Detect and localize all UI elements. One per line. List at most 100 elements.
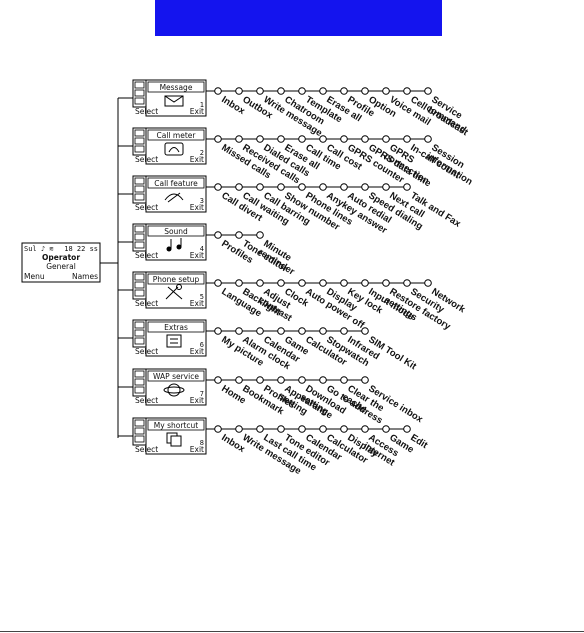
item-node-dot	[235, 279, 243, 287]
item-node-dot	[319, 376, 327, 384]
item-node-dot	[319, 135, 327, 143]
select-softkey[interactable]: Select	[135, 396, 158, 405]
item-node-dot	[319, 183, 327, 191]
exit-softkey[interactable]: Exit	[190, 445, 204, 454]
footer-line	[0, 631, 584, 632]
operator-name: Operator	[42, 253, 80, 262]
select-softkey[interactable]: Select	[135, 203, 158, 212]
menu-title-box	[147, 273, 205, 285]
tab-strip-icon	[134, 281, 145, 289]
menu-title-box	[147, 321, 205, 333]
menu-index: 1	[200, 101, 204, 109]
item-node-dot	[298, 327, 306, 335]
exit-softkey[interactable]: Exit	[190, 396, 204, 405]
item-node-dot	[235, 327, 243, 335]
item-node-dot	[277, 279, 285, 287]
idle-screen-frame	[21, 242, 101, 283]
handset-icon	[164, 192, 184, 203]
names-softkey[interactable]: Names	[72, 272, 98, 281]
item-node-dot	[403, 425, 411, 433]
item-node-dot	[361, 87, 369, 95]
item-node-dot	[256, 376, 264, 384]
item-node-dot	[340, 183, 348, 191]
tab-strip-icon	[134, 145, 145, 153]
item-node-dot	[361, 279, 369, 287]
select-softkey[interactable]: Select	[135, 155, 158, 164]
tab-strip-icon	[134, 185, 145, 193]
item-node-dot	[361, 327, 369, 335]
select-softkey[interactable]: Select	[135, 107, 158, 116]
item-node-dot	[214, 279, 222, 287]
item-node-dot	[382, 279, 390, 287]
exit-softkey[interactable]: Exit	[190, 251, 204, 260]
menu-index: 7	[200, 390, 204, 398]
item-node-dot	[319, 425, 327, 433]
select-softkey[interactable]: Select	[135, 299, 158, 308]
shortcut-icon	[166, 432, 182, 447]
tab-strip-icon	[134, 289, 145, 297]
item-node-dot	[382, 135, 390, 143]
item-node-dot	[403, 87, 411, 95]
menu-softkey[interactable]: Menu	[24, 272, 45, 281]
menu-title: Call feature	[154, 179, 198, 188]
select-softkey[interactable]: Select	[135, 251, 158, 260]
tools-icon	[165, 284, 183, 300]
menu-title: WAP service	[153, 372, 199, 381]
item-node-dot	[319, 327, 327, 335]
exit-softkey[interactable]: Exit	[190, 107, 204, 116]
item-node-dot	[277, 327, 285, 335]
select-softkey[interactable]: Select	[135, 347, 158, 356]
select-softkey[interactable]: Select	[135, 445, 158, 454]
header-bar	[155, 0, 442, 36]
item-node-dot	[214, 425, 222, 433]
item-node-dot	[340, 425, 348, 433]
item-node-dot	[235, 183, 243, 191]
item-node-dot	[256, 183, 264, 191]
menu-title-box	[147, 370, 205, 382]
menu-title: Sound	[164, 227, 188, 236]
item-node-dot	[424, 87, 432, 95]
tab-strip-icon	[134, 177, 145, 185]
item-node-dot	[403, 135, 411, 143]
item-node-dot	[277, 425, 285, 433]
menu-title-box	[147, 225, 205, 237]
item-node-dot	[235, 231, 243, 239]
tab-strip-icon	[134, 435, 145, 443]
item-node-dot	[214, 87, 222, 95]
item-node-dot	[319, 279, 327, 287]
item-node-dot	[298, 183, 306, 191]
tab-strip-icon	[134, 427, 145, 435]
item-node-dot	[382, 183, 390, 191]
menu-title: Message	[160, 83, 193, 92]
item-node-dot	[214, 135, 222, 143]
item-node-dot	[340, 279, 348, 287]
item-node-dot	[382, 87, 390, 95]
item-node-dot	[298, 279, 306, 287]
tab-strip-icon	[134, 370, 145, 378]
item-node-dot	[319, 87, 327, 95]
item-node-dot	[340, 135, 348, 143]
item-node-dot	[235, 376, 243, 384]
menu-title: Extras	[164, 323, 188, 332]
tab-strip-icon	[134, 321, 145, 329]
item-node-dot	[277, 183, 285, 191]
item-node-dot	[298, 425, 306, 433]
item-node-dot	[424, 279, 432, 287]
exit-softkey[interactable]: Exit	[190, 155, 204, 164]
tab-strip-icon	[134, 81, 145, 89]
item-node-dot	[214, 327, 222, 335]
menu-title-box	[147, 81, 205, 93]
exit-softkey[interactable]: Exit	[190, 203, 204, 212]
exit-softkey[interactable]: Exit	[190, 347, 204, 356]
item-node-dot	[361, 135, 369, 143]
menu-title-box	[147, 129, 205, 141]
submenu-item[interactable]: Accessinternet	[361, 425, 402, 469]
clock-text: 18 22 ss	[64, 245, 98, 253]
item-node-dot	[256, 425, 264, 433]
menu-title-box	[147, 419, 205, 431]
tab-strip-icon	[134, 225, 145, 233]
exit-softkey[interactable]: Exit	[190, 299, 204, 308]
